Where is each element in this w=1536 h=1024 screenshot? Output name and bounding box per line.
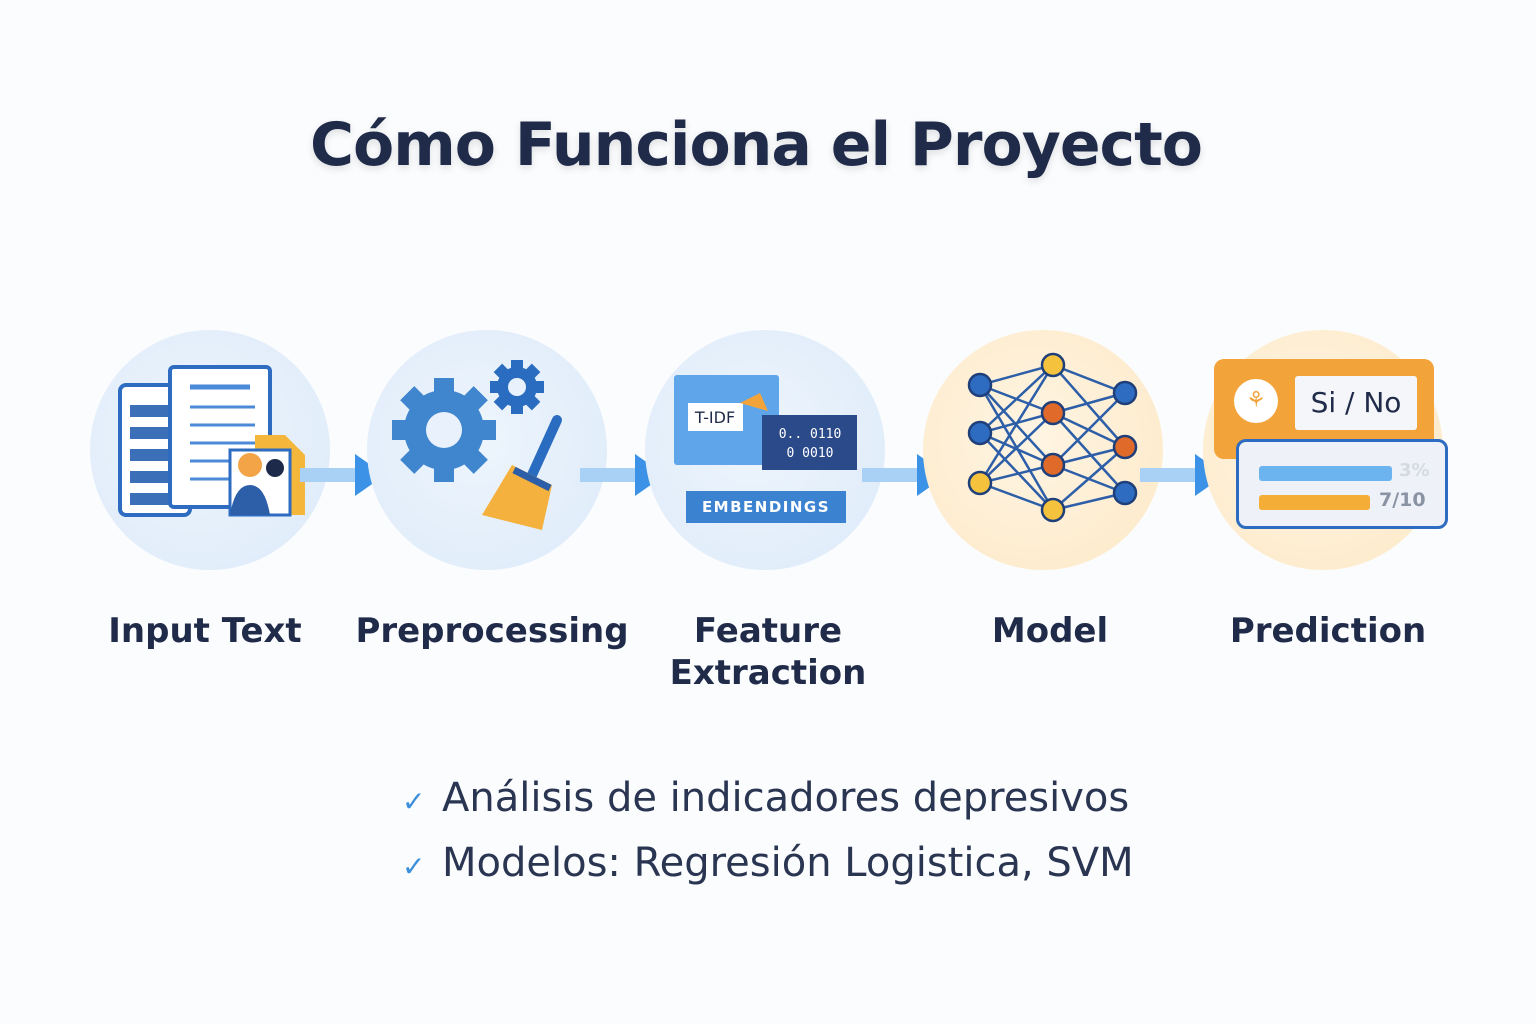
bullet-text: Análisis de indicadores depresivos: [442, 775, 1130, 821]
step-label: Prediction: [1229, 611, 1427, 651]
step-label: Model: [991, 611, 1109, 651]
score-value: 7/10: [1379, 489, 1426, 511]
check-icon: ✓: [402, 785, 426, 818]
step-model: [918, 325, 1168, 575]
score-card: 3% 7/10: [1236, 439, 1448, 529]
step-circle: [367, 330, 607, 570]
bullet-text: Modelos: Regresión Logistica, SVM: [442, 840, 1134, 886]
score-bar-orange: [1259, 495, 1370, 510]
svg-text:0 0010: 0 0010: [787, 446, 834, 461]
step-feature-extraction: T-IDF 0.. 0110 0 0010 EMBENDINGS: [640, 325, 890, 575]
neural-network-icon: [967, 352, 1138, 523]
score-value: 3%: [1399, 460, 1430, 481]
gears-broom-icon: [392, 360, 562, 530]
step-preprocessing: [362, 325, 612, 575]
svg-text:T-IDF: T-IDF: [694, 408, 735, 427]
check-icon: ✓: [402, 850, 426, 883]
answer-text: Si / No: [1295, 376, 1417, 430]
svg-text:0.. 0110: 0.. 0110: [779, 427, 842, 442]
page-title: Cómo Funciona el Proyecto: [310, 110, 1203, 180]
embeddings-badge: EMBENDINGS: [686, 491, 846, 523]
step-prediction: ⚘ Si / No 3% 7/10: [1198, 325, 1448, 575]
step-input-text: [85, 325, 335, 575]
score-bar-blue: [1259, 466, 1392, 481]
step-label: Feature Extraction: [669, 611, 867, 693]
sprout-icon: ⚘: [1234, 379, 1278, 423]
bullet-item: ✓ Modelos: Regresión Logistica, SVM: [402, 840, 1134, 886]
feature-extraction-icon: T-IDF 0.. 0110 0 0010: [674, 375, 857, 470]
bullet-item: ✓ Análisis de indicadores depresivos: [402, 775, 1129, 821]
step-label: Preprocessing: [355, 611, 629, 651]
document-icon: [118, 365, 305, 517]
step-label: Input Text: [108, 611, 302, 651]
